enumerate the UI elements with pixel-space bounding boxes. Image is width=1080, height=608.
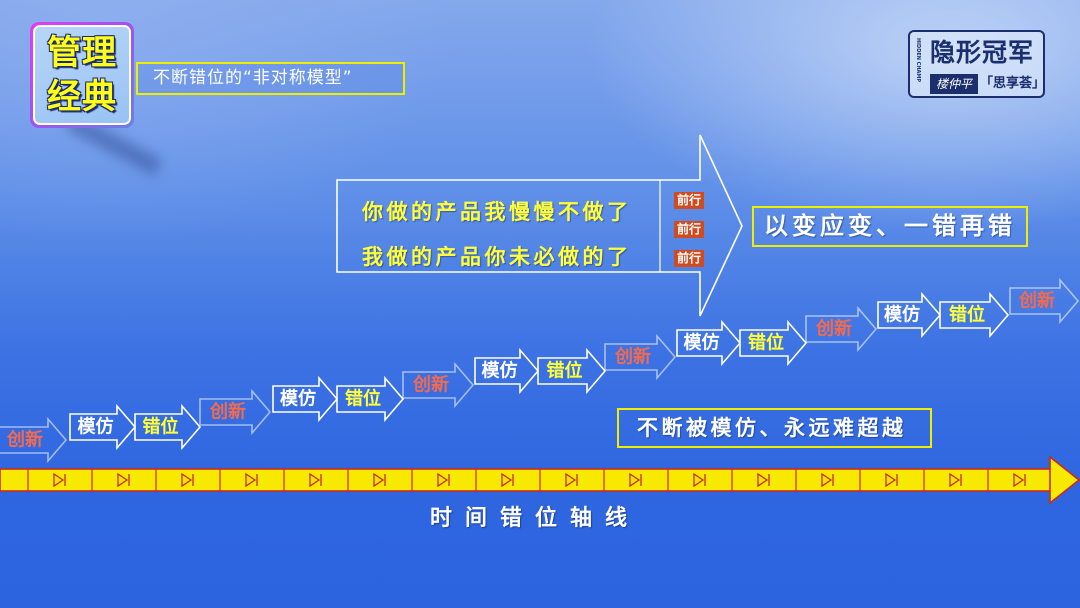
step-arrow <box>0 416 68 464</box>
brand-logo: HIDDEN CHAMPIONS CLUB 隐形冠军 楼仲平 「思享荟」 <box>908 30 1045 98</box>
step-arrow <box>474 347 540 395</box>
step-label: 创新 <box>815 318 852 340</box>
step-forward-icon <box>885 472 898 488</box>
step-forward-icon <box>309 472 322 488</box>
step-arrow <box>336 375 405 423</box>
step-forward-icon <box>501 472 514 488</box>
step-arrow <box>69 403 137 451</box>
step-label: 创新 <box>614 346 651 368</box>
step-label: 模仿 <box>482 360 518 382</box>
step-label: 错位 <box>748 332 784 354</box>
step-arrow <box>134 403 202 451</box>
forward-tag: 前行 <box>674 192 705 209</box>
step-arrow <box>739 319 808 367</box>
step-arrow <box>939 291 1010 339</box>
step-forward-icon <box>949 472 962 488</box>
step-forward-icon <box>245 472 258 488</box>
step-label: 创新 <box>6 429 43 451</box>
step-forward-icon <box>437 472 450 488</box>
step-forward-icon <box>565 472 578 488</box>
step-forward-icon <box>181 472 194 488</box>
callout-arrow <box>336 134 743 317</box>
logo-vertical-text: HIDDEN CHAMPIONS CLUB <box>915 38 921 82</box>
step-forward-icon <box>117 472 130 488</box>
callout-line-1: 你做的产品我慢慢不做了 <box>362 200 632 224</box>
step-label: 模仿 <box>280 388 316 410</box>
step-arrow <box>877 291 942 339</box>
step-forward-icon <box>53 472 66 488</box>
step-staircase: 创新模仿错位创新模仿错位创新模仿错位创新模仿错位创新模仿错位创新 <box>0 277 1080 464</box>
step-arrow <box>676 319 742 367</box>
step-forward-icon <box>1013 472 1026 488</box>
step-label: 错位 <box>547 360 583 382</box>
badge-line-1: 管理 <box>47 33 117 73</box>
callout-line-2: 我做的产品你未必做的了 <box>362 245 632 269</box>
forward-tag: 前行 <box>674 221 705 238</box>
step-arrow <box>805 305 878 353</box>
logo-title: 隐形冠军 <box>930 38 1035 67</box>
step-label: 创新 <box>209 401 246 423</box>
arrow-right-icon <box>1049 455 1080 505</box>
logo-club-name: 「思享荟」 <box>980 76 1045 91</box>
step-forward-icon <box>629 472 642 488</box>
step-label: 错位 <box>345 388 381 410</box>
step-arrow <box>199 388 272 436</box>
result-box: 以变应变、一错再错 <box>752 206 1028 247</box>
step-forward-icon <box>373 472 386 488</box>
forward-tag: 前行 <box>674 250 705 267</box>
step-forward-icon <box>821 472 834 488</box>
timeline-axis <box>0 455 1080 505</box>
title-badge: 管理 经典 <box>30 22 134 128</box>
step-label: 创新 <box>412 374 449 396</box>
step-arrow <box>272 375 339 423</box>
step-arrow <box>604 333 677 381</box>
subtitle-box: 不断错位的“非对称模型” <box>136 62 405 95</box>
step-arrow <box>537 347 607 395</box>
step-label: 模仿 <box>884 304 920 326</box>
step-arrow <box>1009 277 1080 325</box>
step-label: 模仿 <box>78 416 114 438</box>
step-label: 错位 <box>949 304 985 326</box>
badge-line-2: 经典 <box>47 77 117 117</box>
step-arrow <box>402 361 475 409</box>
title-badge-inner: 管理 经典 <box>33 25 131 125</box>
step-label: 模仿 <box>684 332 720 354</box>
slogan-box: 不断被模仿、永远难超越 <box>617 408 932 448</box>
step-forward-icon <box>757 472 770 488</box>
step-forward-icon <box>693 472 706 488</box>
logo-signature: 楼仲平 <box>930 74 978 94</box>
step-label: 创新 <box>1018 290 1055 312</box>
timeline-label: 时间错位轴线 <box>430 506 641 531</box>
step-label: 错位 <box>143 416 179 438</box>
